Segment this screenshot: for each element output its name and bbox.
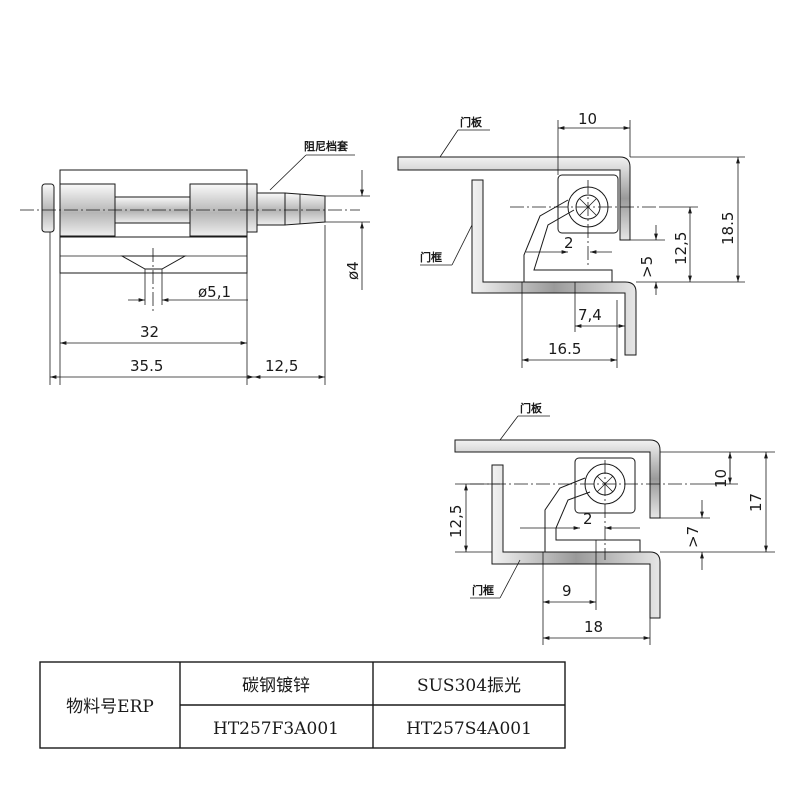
door-frame-label: 门框 <box>420 250 442 264</box>
table-val-carbon-steel: HT257F3A001 <box>213 719 339 739</box>
table-val-sus304: HT257S4A001 <box>406 719 532 739</box>
door-panel-label: 门板 <box>460 115 483 129</box>
door-panel-plate-2 <box>454 439 661 519</box>
dim-d125: 12,5 <box>672 232 690 265</box>
dim-d4: ø4 <box>344 261 362 280</box>
dim-d10: 10 <box>578 110 597 128</box>
table-col-sus304: SUS304振光 <box>417 676 521 696</box>
dim-w355: 35.5 <box>130 357 163 375</box>
damper-sleeve-label: 阻尼档套 <box>304 139 349 153</box>
dim-d17: 17 <box>747 493 765 512</box>
dim-w32: 32 <box>140 323 159 341</box>
countersink-hole <box>120 255 187 270</box>
dim-d2: 2 <box>564 234 574 252</box>
table-col-carbon-steel: 碳钢镀锌 <box>242 676 310 696</box>
dim-d2-2: 2 <box>583 510 593 528</box>
front-view: 阻尼档套 ø5,1 32 35.5 12,5 ø4 <box>20 139 370 385</box>
door-panel-plate <box>397 156 631 241</box>
table-row-header: 物料号ERP <box>66 697 154 717</box>
dim-d165: 16.5 <box>548 340 581 358</box>
door-frame-label-2: 门框 <box>472 583 494 597</box>
damper-sleeve <box>256 192 286 226</box>
side-view-2: 门板 门框 12,5 10 17 >7 2 9 18 <box>447 401 775 645</box>
dim-d51: ø5,1 <box>198 283 231 301</box>
dim-d185: 18.5 <box>719 212 737 245</box>
side-view-1: 门板 门框 10 18.5 12,5 >5 2 7,4 16.5 <box>397 110 745 368</box>
dim-d74: 7,4 <box>578 306 602 324</box>
dim-w125: 12,5 <box>265 357 298 375</box>
door-panel-label-2: 门板 <box>520 401 543 415</box>
dim-d125-2: 12,5 <box>447 505 465 538</box>
pin-end-left <box>41 183 55 233</box>
dim-d9: 9 <box>562 582 572 600</box>
dim-d18: 18 <box>584 618 603 636</box>
door-frame-plate <box>471 179 637 356</box>
erp-table: 物料号ERP 碳钢镀锌 SUS304振光 HT257F3A001 HT257S4… <box>39 661 566 749</box>
dim-d5: >5 <box>638 256 656 278</box>
dim-d7: >7 <box>684 526 702 548</box>
pin-end-right <box>246 183 258 233</box>
dim-d10-2: 10 <box>712 469 730 488</box>
